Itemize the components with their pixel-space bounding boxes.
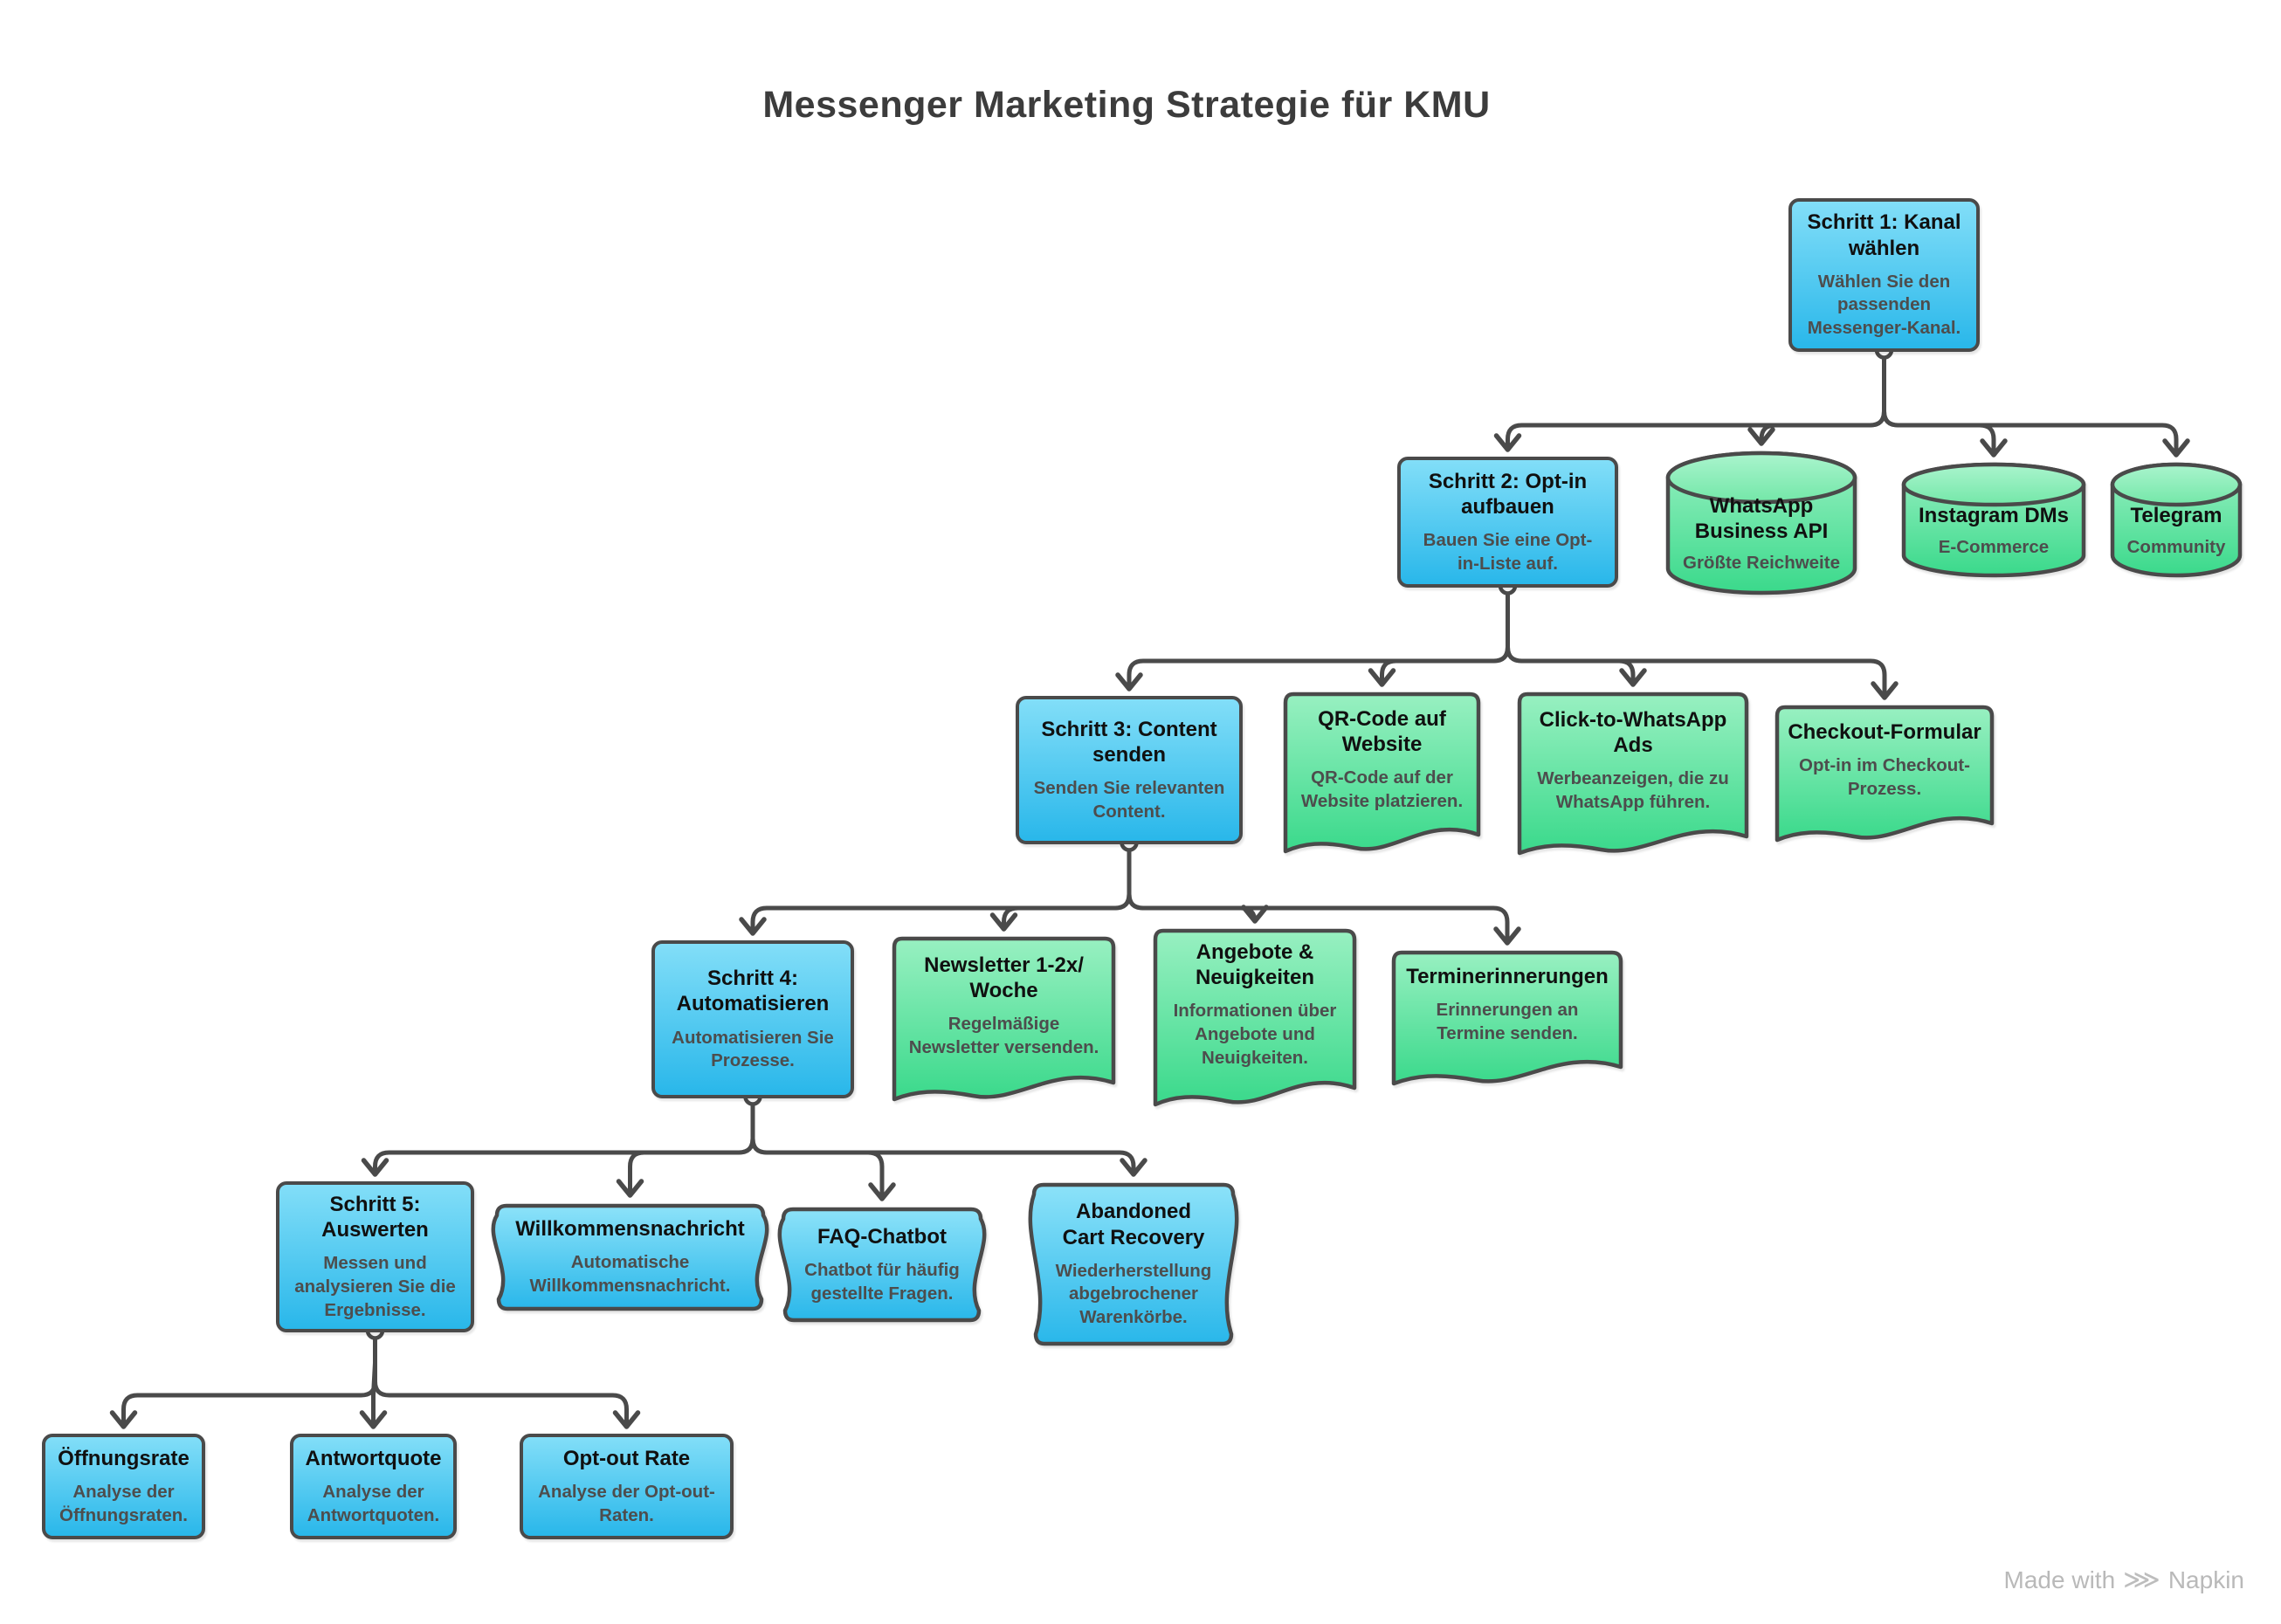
node-body: E-Commerce bbox=[1938, 537, 2050, 558]
node-whatsapp-business-api: WhatsApp Business API Größte Reichweite bbox=[1665, 451, 1857, 595]
node-title: Telegram bbox=[2130, 504, 2222, 528]
node-shape bbox=[1517, 692, 1749, 856]
node-body: Größte Reichweite bbox=[1683, 553, 1840, 574]
node-body: QR-Code auf der Website platzieren. bbox=[1300, 767, 1464, 811]
node-shape bbox=[1901, 462, 2086, 578]
node-title: Schritt 4: Automatisieren bbox=[676, 967, 830, 1016]
napkin-logo-icon: ⋙ bbox=[2123, 1566, 2160, 1594]
node-title: Öffnungsrate bbox=[58, 1446, 190, 1470]
node-body: Automatisieren Sie Prozesse. bbox=[672, 1027, 834, 1071]
node-title: Schritt 2: Opt-in aufbauen bbox=[1428, 469, 1588, 519]
node-title: Angebote & Neuigkeiten bbox=[1195, 939, 1315, 990]
node-body: Bauen Sie eine Opt-in-Liste auf. bbox=[1423, 530, 1593, 574]
node-title: Schritt 3: Content senden bbox=[1041, 717, 1217, 767]
node-body: Analyse der Opt-out-Raten. bbox=[538, 1481, 715, 1525]
node-shape bbox=[1283, 692, 1481, 854]
node-body: Community bbox=[2126, 537, 2226, 558]
node-body: Werbeanzeigen, die zu WhatsApp führen. bbox=[1537, 768, 1729, 812]
node-body: Wiederherstellung abgebrochener Warenkör… bbox=[1055, 1260, 1212, 1328]
node-shape bbox=[892, 936, 1116, 1102]
node-body: Informationen über Angebote und Neuigkei… bbox=[1173, 1001, 1337, 1068]
node-body: Regelmäßige Newsletter versenden. bbox=[908, 1014, 1099, 1057]
node-title: Opt-out Rate bbox=[562, 1446, 691, 1470]
node-title: Checkout-Formular bbox=[1788, 720, 1981, 745]
node-body: Analyse der Öffnungsraten. bbox=[59, 1481, 188, 1525]
node-shape bbox=[1391, 950, 1623, 1086]
node-shape bbox=[491, 1203, 769, 1311]
node-body: Wählen Sie den passenden Messenger-Kanal… bbox=[1807, 271, 1961, 339]
node-shape bbox=[1028, 1182, 1239, 1346]
node-title: WhatsApp Business API bbox=[1694, 493, 1829, 544]
node-title: Click-to-WhatsApp Ads bbox=[1539, 707, 1727, 757]
page-title: Messenger Marketing Strategie für KMU bbox=[762, 84, 1491, 126]
node-title: Schritt 5: Auswerten bbox=[321, 1192, 429, 1242]
node-title: Terminerinnerungen bbox=[1406, 965, 1609, 989]
node-title: Antwortquote bbox=[305, 1446, 442, 1470]
node-body: Senden Sie relevanten Content. bbox=[1033, 778, 1225, 822]
node-title: FAQ-Chatbot bbox=[817, 1224, 947, 1249]
watermark-text: Made with bbox=[2003, 1566, 2116, 1593]
napkin-watermark: Made with ⋙ Napkin bbox=[2004, 1566, 2244, 1594]
node-body: Analyse der Antwortquoten. bbox=[307, 1481, 440, 1525]
node-shape bbox=[1774, 705, 1995, 843]
node-shape bbox=[1153, 928, 1357, 1107]
node-shape bbox=[2110, 462, 2243, 578]
node-body: Chatbot für häufig gestellte Fragen. bbox=[804, 1259, 960, 1304]
node-title: Instagram DMs bbox=[1918, 504, 2070, 528]
node-body: Erinnerungen an Termine senden. bbox=[1436, 1000, 1579, 1044]
node-title: Abandoned Cart Recovery bbox=[1062, 1200, 1205, 1249]
node-title: Willkommensnachricht bbox=[515, 1217, 745, 1242]
node-title: QR-Code auf Website bbox=[1318, 706, 1446, 756]
node-title: Newsletter 1-2x/​Woche bbox=[924, 953, 1084, 1002]
node-title: Schritt 1: Kanal wählen bbox=[1807, 210, 1961, 260]
node-body: Automatische Willkommensnachricht. bbox=[529, 1252, 731, 1297]
node-body: Opt-in im Checkout-Prozess. bbox=[1799, 755, 1970, 800]
node-shape bbox=[777, 1207, 987, 1323]
node-shape bbox=[1665, 451, 1857, 595]
watermark-brand: Napkin bbox=[2167, 1566, 2244, 1593]
node-body: Messen und analysieren Sie die Ergebniss… bbox=[294, 1253, 456, 1320]
